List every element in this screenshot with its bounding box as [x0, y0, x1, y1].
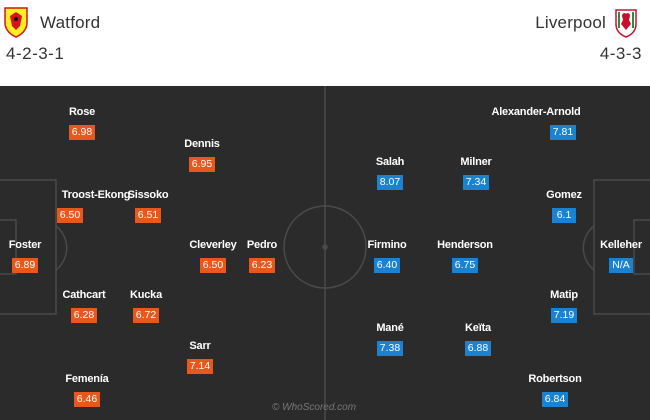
player-rating: 6.84	[541, 392, 569, 407]
player-name: Matip	[550, 289, 578, 301]
player-away-mane[interactable]: Mané 7.38	[372, 322, 408, 356]
player-rating: 6.50	[56, 208, 84, 223]
player-name: Foster	[8, 239, 42, 251]
player-name: Troost-Ekong	[61, 189, 131, 201]
player-away-robertson[interactable]: Robertson 6.84	[526, 373, 584, 407]
away-formation: 4-3-3	[599, 44, 642, 63]
player-name: Cleverley	[189, 239, 237, 251]
player-away-keita[interactable]: Keïta 6.88	[460, 322, 496, 356]
player-home-kucka[interactable]: Kucka 6.72	[126, 289, 166, 323]
player-home-pedro[interactable]: Pedro 6.23	[244, 239, 280, 273]
player-rating: 6.75	[451, 258, 479, 273]
player-home-foster[interactable]: Foster 6.89	[2, 239, 48, 273]
player-name: Milner	[460, 156, 492, 168]
player-rating: 6.23	[248, 258, 276, 273]
player-rating: 6.95	[188, 157, 216, 172]
player-home-dennis[interactable]: Dennis 6.95	[178, 138, 226, 172]
match-header: Watford 4-2-3-1 Liverpool 4-3-3	[0, 0, 650, 86]
player-name: Mané	[376, 322, 404, 334]
player-away-gomez[interactable]: Gomez 6.1	[544, 189, 584, 223]
player-home-rose[interactable]: Rose 6.98	[58, 106, 106, 140]
player-away-salah[interactable]: Salah 8.07	[370, 156, 410, 190]
player-home-cathcart[interactable]: Cathcart 6.28	[62, 289, 106, 323]
home-team-name: Watford	[40, 13, 101, 32]
player-name: Kucka	[129, 289, 163, 301]
player-away-henderson[interactable]: Henderson 6.75	[434, 239, 496, 273]
player-name: Robertson	[528, 373, 582, 385]
player-rating: 6.28	[70, 308, 98, 323]
player-rating: 6.1	[552, 208, 576, 223]
player-rating: 7.14	[186, 359, 214, 374]
player-name: Cathcart	[62, 289, 106, 301]
player-home-cleverley[interactable]: Cleverley 6.50	[184, 239, 242, 273]
player-rating: 6.72	[132, 308, 160, 323]
player-home-sarr[interactable]: Sarr 7.14	[182, 340, 218, 374]
player-away-milner[interactable]: Milner 7.34	[456, 156, 496, 190]
pitch-markings	[0, 86, 650, 420]
player-rating: 7.34	[462, 175, 490, 190]
player-name: Sissoko	[127, 189, 169, 201]
player-name: Salah	[375, 156, 405, 168]
player-rating: N/A	[609, 258, 633, 273]
away-team-name: Liverpool	[535, 13, 606, 32]
player-name: Keïta	[465, 322, 491, 334]
player-away-firmino[interactable]: Firmino 6.40	[362, 239, 412, 273]
player-name: Pedro	[246, 239, 278, 251]
player-home-sissoko[interactable]: Sissoko 6.51	[124, 189, 172, 223]
watermark: © WhoScored.com	[272, 402, 357, 413]
pitch: Rose 6.98 Dennis 6.95 Troost-Ekong 6.50 …	[0, 86, 650, 420]
player-name: Femenía	[65, 373, 109, 385]
player-rating: 7.38	[376, 341, 404, 356]
watford-crest-icon	[4, 7, 28, 38]
player-name: Rose	[68, 106, 96, 118]
player-away-kelleher[interactable]: Kelleher N/A	[594, 239, 648, 273]
player-rating: 6.51	[134, 208, 162, 223]
player-rating: 6.40	[373, 258, 401, 273]
liverpool-crest-icon	[615, 9, 637, 38]
player-name: Sarr	[189, 340, 211, 352]
player-rating: 6.98	[68, 125, 96, 140]
player-rating: 7.19	[550, 308, 578, 323]
player-away-alexander-arnold[interactable]: Alexander-Arnold 7.81	[486, 106, 586, 140]
player-rating: 6.50	[199, 258, 227, 273]
player-rating: 7.81	[549, 125, 577, 140]
player-home-femenia[interactable]: Femenía 6.46	[62, 373, 112, 407]
player-name: Firmino	[367, 239, 407, 251]
player-name: Kelleher	[600, 239, 642, 251]
player-name: Dennis	[184, 138, 220, 150]
player-home-troost-ekong[interactable]: Troost-Ekong 6.50	[56, 189, 134, 223]
player-rating: 8.07	[376, 175, 404, 190]
player-name: Alexander-Arnold	[491, 106, 581, 118]
player-rating: 6.46	[73, 392, 101, 407]
player-rating: 6.89	[11, 258, 39, 273]
player-away-matip[interactable]: Matip 7.19	[544, 289, 584, 323]
home-formation: 4-2-3-1	[6, 44, 65, 63]
player-name: Henderson	[437, 239, 493, 251]
player-name: Gomez	[546, 189, 582, 201]
player-rating: 6.88	[464, 341, 492, 356]
